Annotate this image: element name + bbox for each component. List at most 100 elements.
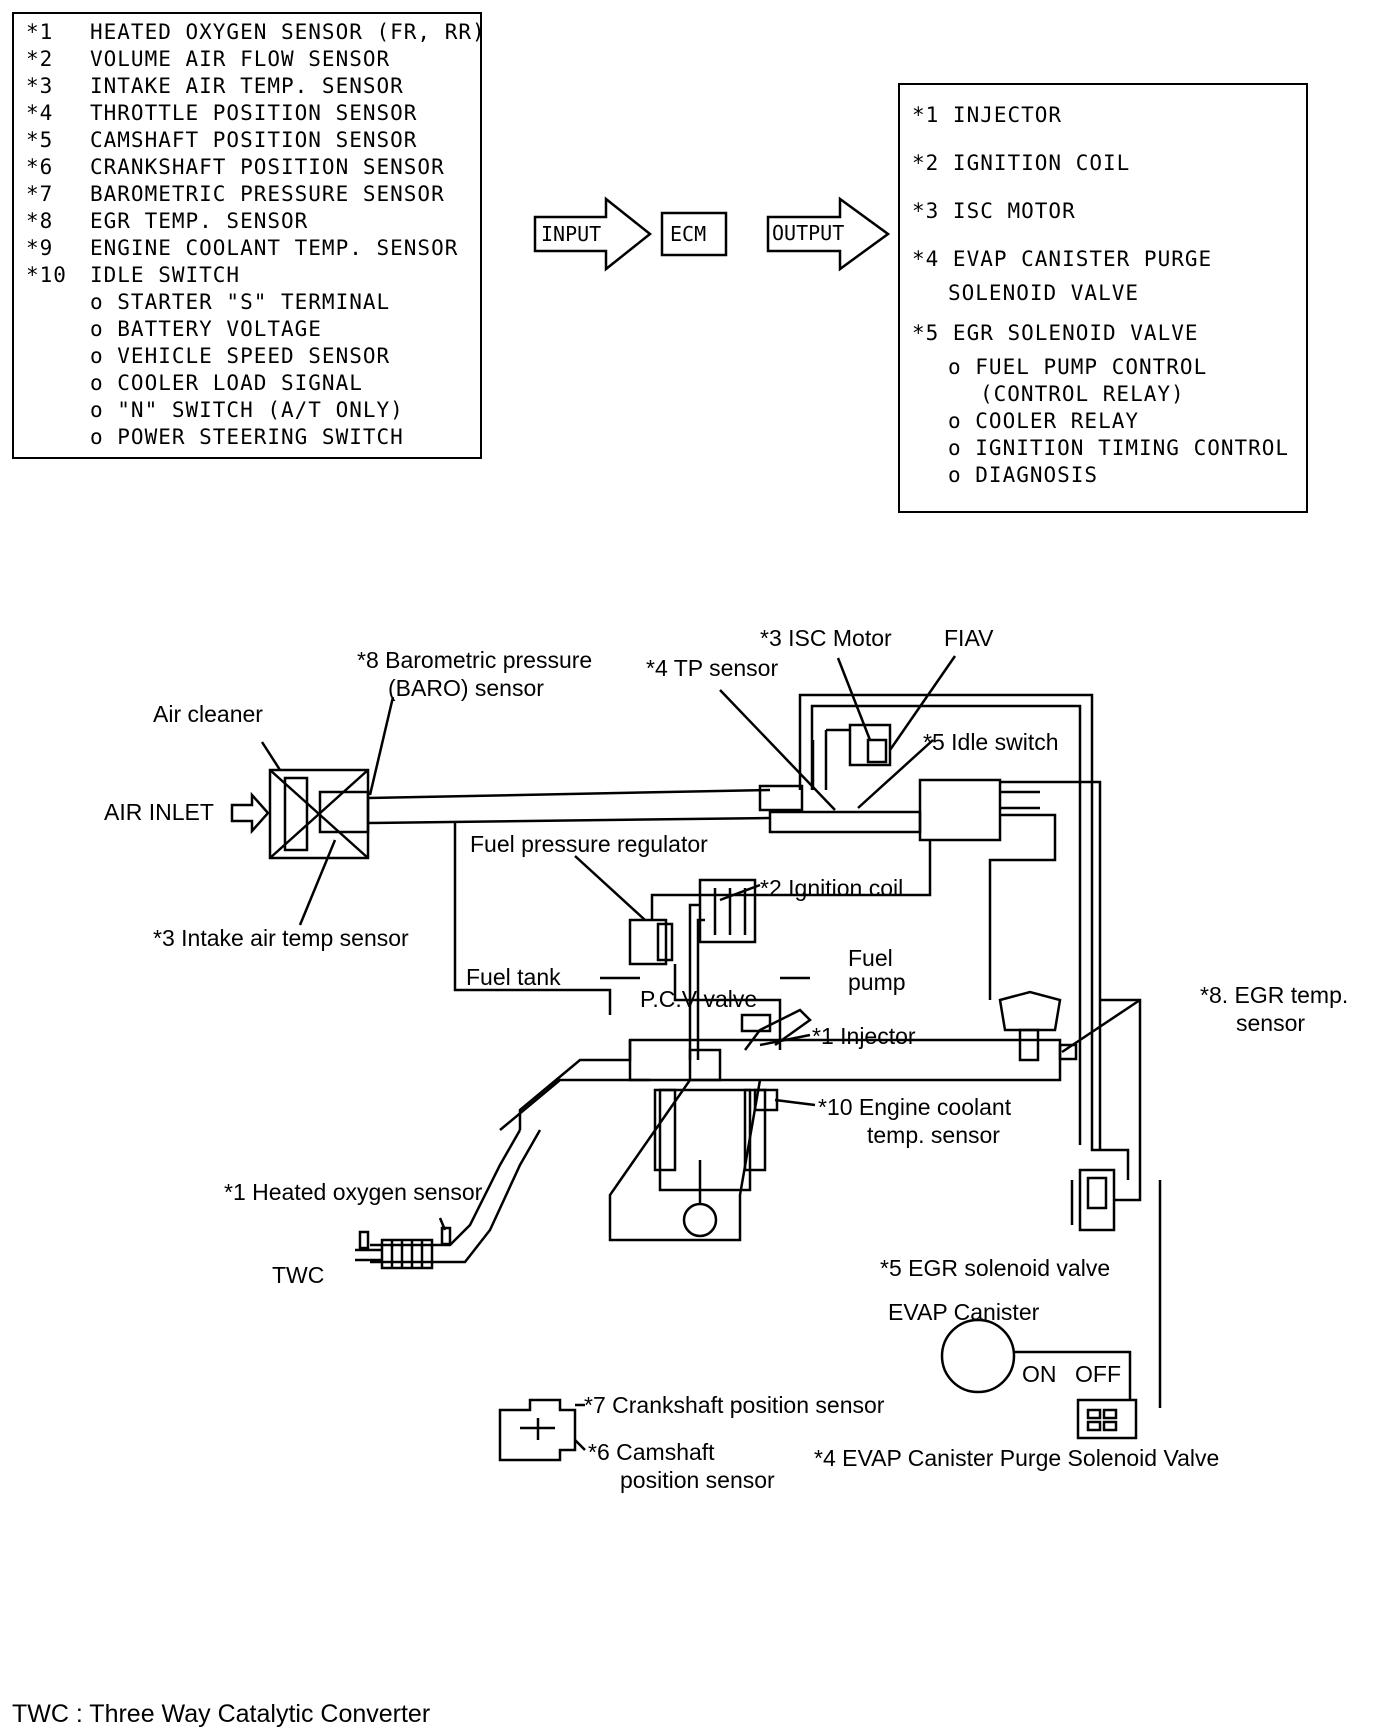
air-cleaner: [268, 768, 370, 860]
output-item: *2 IGNITION COIL: [912, 151, 1131, 175]
baro-leader: [368, 696, 395, 796]
input-item-text: BAROMETRIC PRESSURE SENSOR: [90, 182, 445, 206]
input-item-num: *8: [26, 209, 54, 233]
fuel-pump-label-2: pump: [848, 969, 906, 995]
egr-solenoid-label: *5 EGR solenoid valve: [880, 1255, 1110, 1281]
air-inlet-arrow: [230, 791, 270, 835]
input-item-num: *1: [26, 20, 54, 44]
twc-converter: [355, 1226, 452, 1270]
egr-temp-label-2: sensor: [1236, 1010, 1305, 1036]
input-item-num: *4: [26, 101, 54, 125]
input-item-num: *3: [26, 74, 54, 98]
injector: [744, 1008, 812, 1051]
isc-hose: [798, 693, 1130, 1180]
evap-purge-solenoid: [1076, 1398, 1138, 1440]
input-item-text: CAMSHAFT POSITION SENSOR: [90, 128, 418, 152]
tp-leader: [719, 689, 836, 811]
output-item: *5 EGR SOLENOID VALVE: [912, 321, 1199, 345]
egr-temp-leader: [1061, 998, 1141, 1054]
output-flow-arrow: [766, 196, 891, 272]
output-item: o COOLER RELAY: [948, 409, 1140, 433]
injector-label: *1 Injector: [812, 1023, 916, 1049]
idle-switch-label: *5 Idle switch: [923, 729, 1059, 755]
fiav-label: FIAV: [944, 625, 994, 651]
coolant-leader: [774, 1098, 816, 1107]
idle-switch-leader: [857, 739, 934, 809]
input-item-text: o VEHICLE SPEED SENSOR: [90, 344, 391, 368]
pcv-valve: [740, 1013, 772, 1033]
air-cleaner-label: Air cleaner: [153, 701, 263, 727]
off-label: OFF: [1075, 1361, 1121, 1387]
tp-sensor-label: *4 TP sensor: [646, 655, 778, 681]
input-item-num: *2: [26, 47, 54, 71]
exhaust-pipe: [370, 1129, 542, 1264]
pcv-valve-label: P.C.V valve: [640, 986, 757, 1012]
input-item-num: *6: [26, 155, 54, 179]
egr-solenoid-valve: [1070, 998, 1142, 1232]
fiav-leader: [888, 655, 957, 751]
input-item-text: o COOLER LOAD SIGNAL: [90, 371, 363, 395]
evap-purge-solenoid-label: *4 EVAP Canister Purge Solenoid Valve: [814, 1445, 1219, 1471]
baro-sensor-label-2: (BARO) sensor: [388, 675, 544, 701]
input-item-num: *9: [26, 236, 54, 260]
egr-valve: [998, 990, 1078, 1062]
ecm-box: [660, 211, 728, 257]
coolant-temp-label: *10 Engine coolant: [818, 1094, 1012, 1120]
output-item: o IGNITION TIMING CONTROL: [948, 436, 1290, 460]
baro-sensor-label: *8 Barometric pressure: [357, 647, 592, 673]
input-item-num: *7: [26, 182, 54, 206]
evap-canister: [940, 1318, 1016, 1394]
o2-leader: [438, 1217, 447, 1231]
intake-air-temp-label: *3 Intake air temp sensor: [153, 925, 409, 951]
input-item-text: ENGINE COOLANT TEMP. SENSOR: [90, 236, 459, 260]
output-item: (CONTROL RELAY): [980, 382, 1185, 406]
fpr-leader: [574, 855, 646, 921]
air-cleaner-leader: [260, 741, 282, 771]
cam-sensor-label-2: position sensor: [620, 1467, 775, 1493]
fuel-pump-label: Fuel: [848, 945, 893, 971]
input-item-text: INTAKE AIR TEMP. SENSOR: [90, 74, 404, 98]
output-item: *4 EVAP CANISTER PURGE: [912, 247, 1213, 271]
ecm-label: ECM: [670, 222, 706, 246]
fuel-tank-label: Fuel tank: [466, 964, 561, 990]
output-actuator-list: *1 INJECTOR *2 IGNITION COIL *3 ISC MOTO…: [898, 83, 1308, 513]
vacuum-loop: [988, 813, 1057, 1000]
isc-motor-label: *3 ISC Motor: [760, 625, 892, 651]
input-flow-label: INPUT: [541, 222, 601, 246]
iat-leader: [298, 839, 337, 926]
cam-sensor-label: *6 Camshaft: [588, 1439, 715, 1465]
heated-o2-sensor-label: *1 Heated oxygen sensor: [224, 1179, 483, 1205]
egr-temp-label: *8. EGR temp.: [1200, 982, 1348, 1008]
input-item-num: *5: [26, 128, 54, 152]
air-inlet-label: AIR INLET: [104, 799, 214, 825]
intake-duct: [367, 778, 1040, 842]
breather-hose: [453, 823, 612, 1015]
output-item: *1 INJECTOR: [912, 103, 1063, 127]
crank-cam-sensor: [498, 1398, 586, 1462]
engine-block: [499, 1038, 1062, 1242]
input-item-text: o POWER STEERING SWITCH: [90, 425, 404, 449]
brake-booster-line: [1000, 780, 1102, 1150]
output-item: o FUEL PUMP CONTROL: [948, 355, 1208, 379]
output-item: o DIAGNOSIS: [948, 463, 1099, 487]
ignition-coil: [688, 878, 757, 1060]
input-item-text: VOLUME AIR FLOW SENSOR: [90, 47, 391, 71]
input-item-text: o BATTERY VOLTAGE: [90, 317, 322, 341]
injector-leader: [759, 1033, 811, 1047]
output-item: *3 ISC MOTOR: [912, 199, 1076, 223]
footnote: TWC : Three Way Catalytic Converter: [12, 1700, 431, 1728]
fuel-pressure-regulator: [628, 918, 674, 966]
output-item: SOLENOID VALVE: [948, 281, 1140, 305]
input-item-text: THROTTLE POSITION SENSOR: [90, 101, 418, 125]
input-item-text: IDLE SWITCH: [90, 263, 241, 287]
fuel-pressure-regulator-label: Fuel pressure regulator: [470, 831, 708, 857]
ignition-coil-label: *2 Ignition coil: [760, 875, 903, 901]
input-item-text: EGR TEMP. SENSOR: [90, 209, 309, 233]
crank-sensor-label: *7 Crankshaft position sensor: [584, 1392, 885, 1418]
input-flow-arrow: [533, 196, 653, 272]
on-label: ON: [1022, 1361, 1057, 1387]
isc-leader: [836, 657, 872, 741]
input-item-num: *10: [26, 263, 67, 287]
